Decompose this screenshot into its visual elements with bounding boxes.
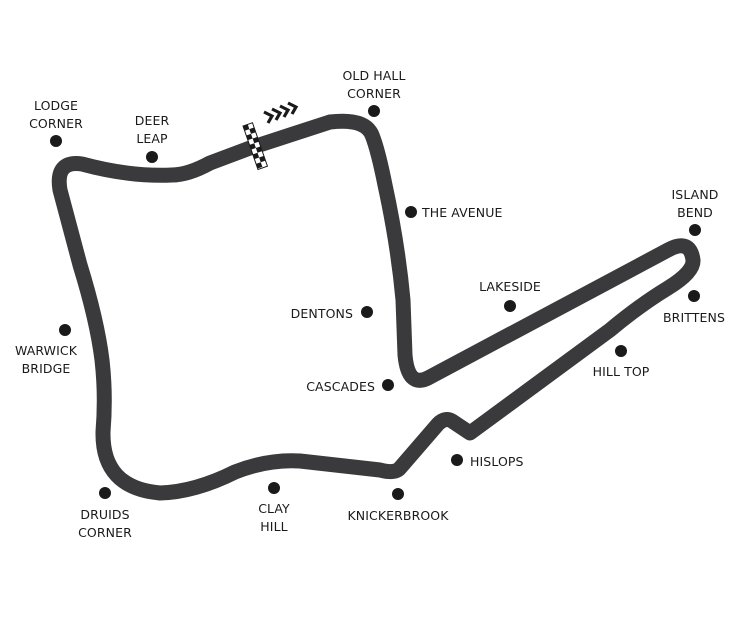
corner-label: WARWICK (15, 343, 78, 358)
corner-label: HISLOPS (470, 454, 524, 469)
checkered-flag-icon (242, 122, 269, 171)
corner-knickerbrook[interactable]: KNICKERBROOK (347, 488, 449, 523)
race-track (51, 113, 701, 501)
direction-chevrons-icon (263, 101, 299, 124)
corner-label: CORNER (29, 116, 83, 131)
corner-label: THE AVENUE (421, 205, 503, 220)
corner-marker-dot (361, 306, 373, 318)
corner-the-avenue[interactable]: THE AVENUE (405, 205, 503, 220)
corner-label: BRITTENS (663, 310, 725, 325)
corner-marker-dot (368, 105, 380, 117)
corner-label: LODGE (34, 98, 78, 113)
corner-cascades[interactable]: CASCADES (306, 379, 394, 394)
corner-marker-dot (99, 487, 111, 499)
corner-label: CASCADES (306, 379, 375, 394)
corner-lodge-corner[interactable]: LODGE CORNER (29, 98, 83, 147)
corner-label: OLD HALL (342, 68, 405, 83)
corner-label: HILL TOP (593, 364, 650, 379)
corner-hislops[interactable]: HISLOPS (451, 454, 524, 469)
corner-label: CORNER (78, 525, 132, 540)
corner-label: KNICKERBROOK (347, 508, 449, 523)
corner-label: BRIDGE (22, 361, 71, 376)
corner-marker-dot (451, 454, 463, 466)
corner-label: CLAY (258, 501, 290, 516)
corner-label: DENTONS (291, 306, 353, 321)
corner-brittens[interactable]: BRITTENS (663, 290, 725, 325)
corner-marker-dot (268, 482, 280, 494)
corner-marker-dot (504, 300, 516, 312)
corner-hill-top[interactable]: HILL TOP (593, 345, 650, 379)
corner-marker-dot (689, 224, 701, 236)
corner-marker-dot (688, 290, 700, 302)
corner-deer-leap[interactable]: DEER LEAP (135, 113, 170, 163)
corner-marker-dot (405, 206, 417, 218)
corner-marker-dot (382, 379, 394, 391)
corner-marker-dot (50, 135, 62, 147)
corner-label: HILL (260, 519, 287, 534)
corner-label: DEER (135, 113, 170, 128)
corner-label: BEND (677, 205, 713, 220)
corner-druids-corner[interactable]: DRUIDS CORNER (78, 487, 132, 540)
corner-warwick-bridge[interactable]: WARWICK BRIDGE (15, 324, 78, 376)
corner-label: DRUIDS (80, 507, 129, 522)
corner-marker-dot (146, 151, 158, 163)
corner-marker-dot (615, 345, 627, 357)
corner-lakeside[interactable]: LAKESIDE (479, 279, 541, 312)
corner-marker-dot (392, 488, 404, 500)
corner-label: LEAP (136, 131, 168, 146)
corner-label: LAKESIDE (479, 279, 541, 294)
corner-marker-dot (59, 324, 71, 336)
corner-clay-hill[interactable]: CLAY HILL (258, 482, 290, 534)
corner-island-bend[interactable]: ISLAND BEND (672, 187, 719, 236)
corner-label: ISLAND (672, 187, 719, 202)
corner-dentons[interactable]: DENTONS (291, 306, 373, 321)
corner-label: CORNER (347, 86, 401, 101)
corner-old-hall-corner[interactable]: OLD HALL CORNER (342, 68, 405, 117)
